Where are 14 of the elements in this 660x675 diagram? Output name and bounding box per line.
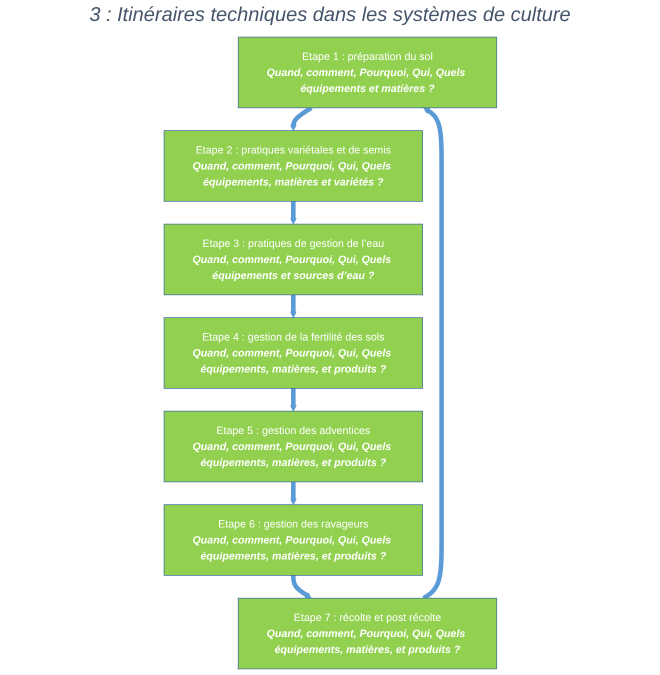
node-box: Etape 3 : pratiques de gestion de l’eau Quand, comment, Pourquoi, Qui, Quels équipements et sources d’eau ? [163, 224, 423, 296]
arrow [290, 388, 296, 412]
node-box: Etape 1 : préparation du sol Quand, comment, Pourquoi, Qui, Quels équipements et matières ? [237, 36, 497, 108]
arrow [290, 200, 296, 224]
arrow [290, 482, 296, 505]
node-box: Etape 5 : gestion des adventices Quand, comment, Pourquoi, Qui, Quels équipements, matières, et produits ? [163, 410, 423, 482]
arrow [290, 294, 296, 318]
node-box: Etape 2 : pratiques variétales et de semis Quand, comment, Pourquoi, Qui, Quels équipements, matières et variétés ? [163, 130, 423, 202]
arrow [422, 108, 444, 600]
node-box: Etape 7 : récolte et post récolte Quand, comment, Pourquoi, Qui, Quels équipements, matières, et produits ? [237, 598, 497, 670]
arrow [290, 106, 312, 131]
diagram-title: 3 : Itinéraires techniques dans les systèmes de culture [89, 4, 571, 27]
node-box: Etape 4 : gestion de la fertilité des sols Quand, comment, Pourquoi, Qui, Quels équipements, matières, et produits ? [163, 317, 423, 389]
node-box: Etape 6 : gestion des ravageurs Quand, comment, Pourquoi, Qui, Quels équipements, matières, et produits ? [163, 504, 423, 576]
